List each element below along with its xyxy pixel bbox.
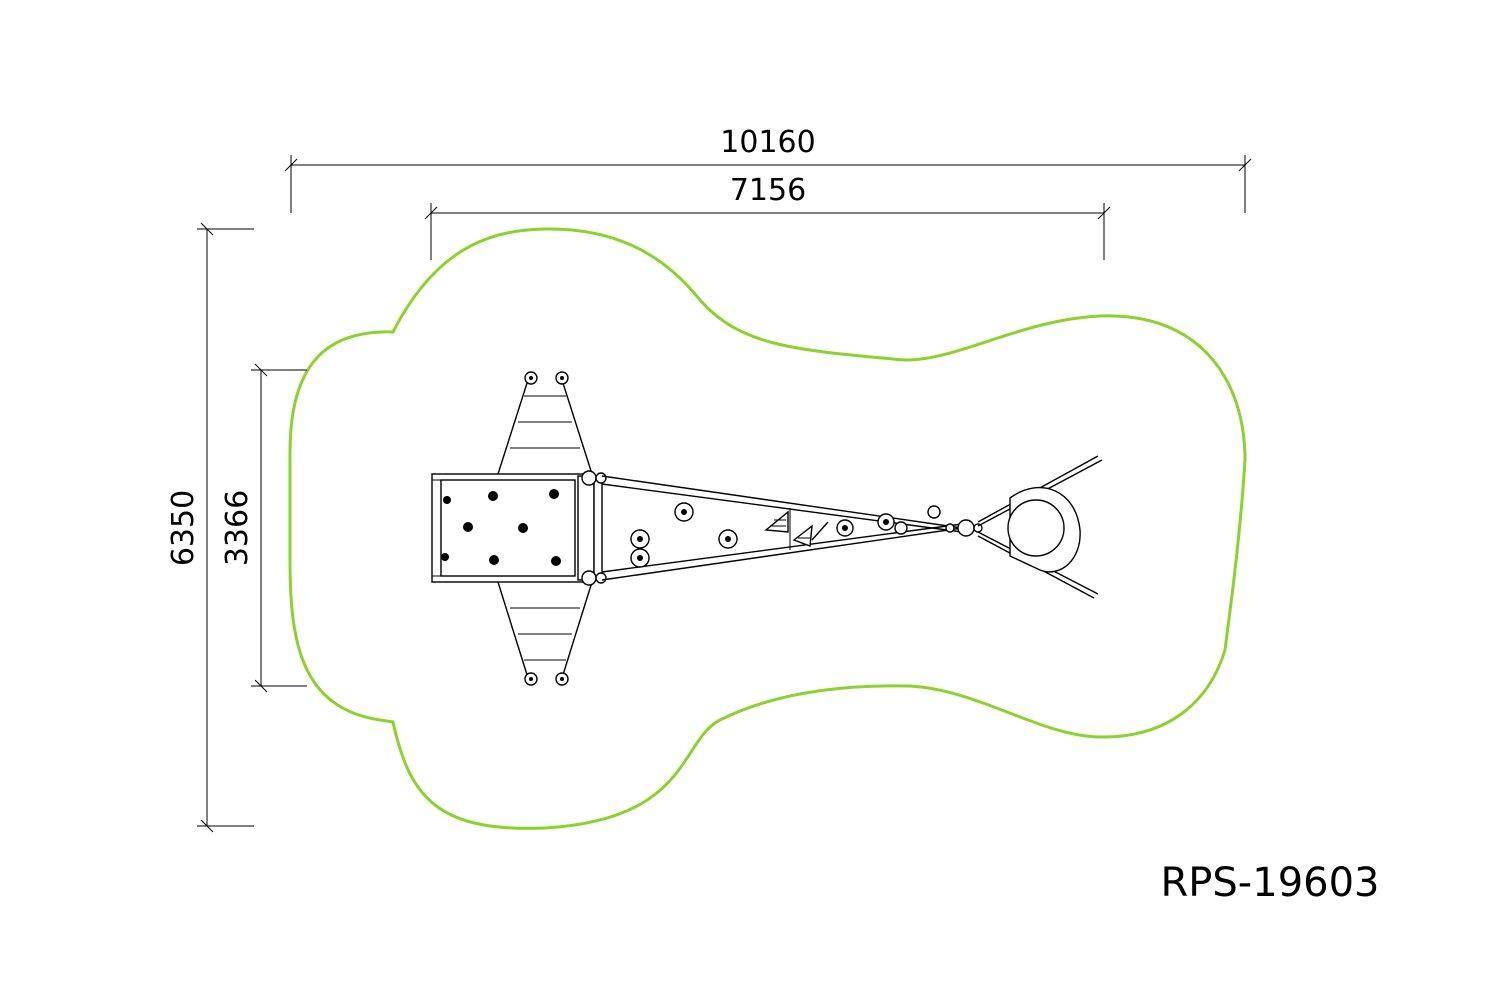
dimension-overall-width-label: 10160 [720, 125, 815, 160]
stepping-discs [630, 502, 941, 568]
dimension-overall-depth: 6350 [166, 222, 254, 833]
play-equipment-plan [431, 371, 1103, 686]
dimension-equipment-depth: 3366 [220, 363, 307, 693]
model-code: RPS-19603 [1161, 860, 1380, 906]
climbing-wall-panel [431, 473, 593, 583]
dimension-equipment-depth-label: 3366 [220, 490, 255, 566]
dimension-equipment-width: 7156 [424, 173, 1111, 260]
upper-climbing-ladder [497, 371, 593, 475]
dimension-equipment-width-label: 7156 [730, 173, 806, 208]
safety-zone-outline [288, 227, 1247, 830]
swing-basket-seat [1007, 499, 1065, 557]
connector-posts [577, 470, 607, 586]
lower-climbing-ladder [497, 581, 593, 686]
dimension-overall-width: 10160 [284, 125, 1252, 213]
pivot-hub [945, 519, 983, 537]
swing-basket-tripod [977, 455, 1103, 599]
mid-net-element [764, 510, 829, 547]
dimension-overall-depth-label: 6350 [166, 490, 201, 566]
